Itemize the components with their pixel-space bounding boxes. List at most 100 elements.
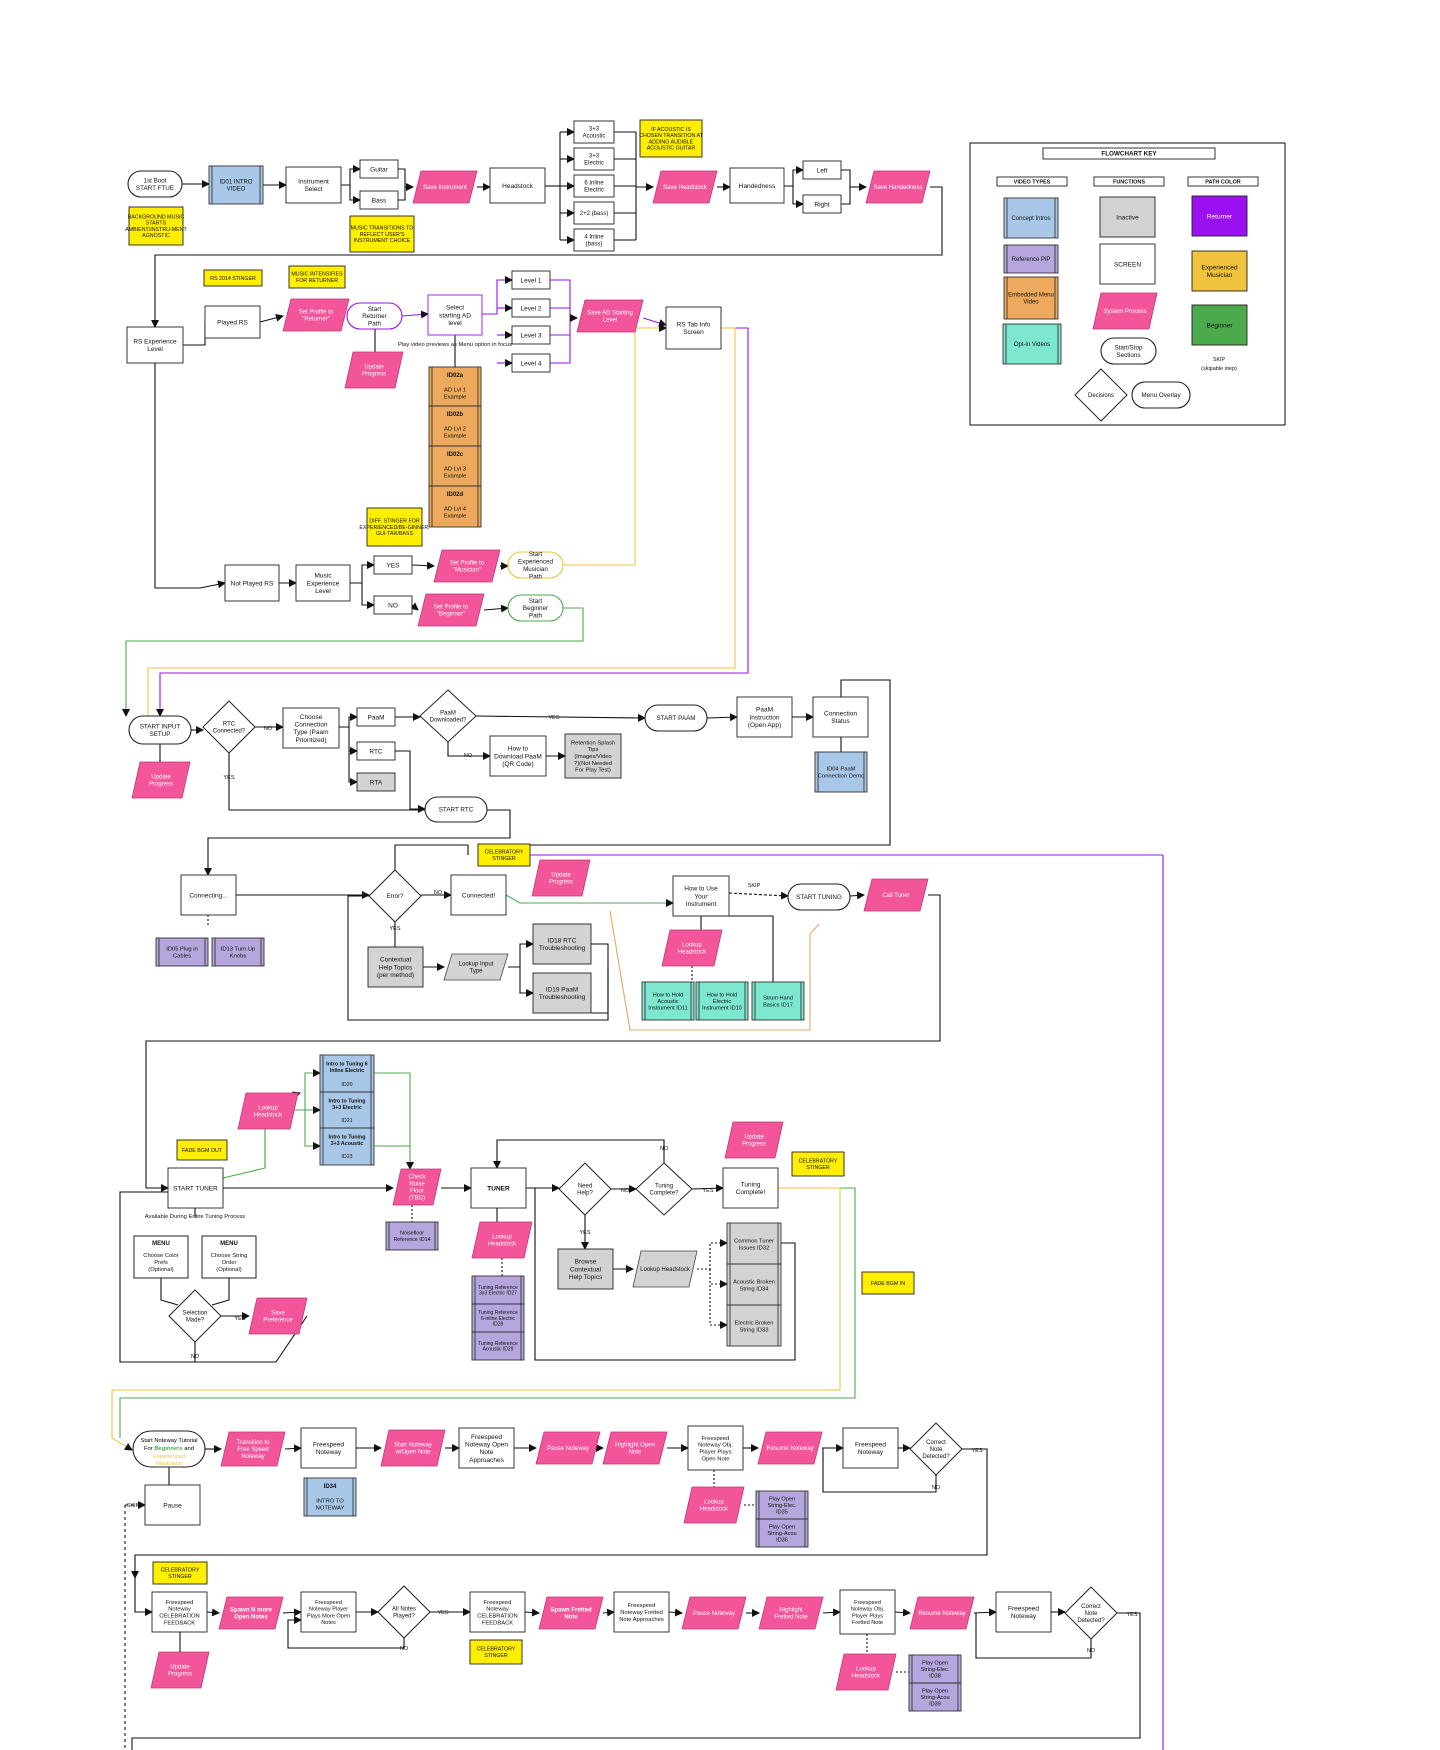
yes-experienced-option-label: YES bbox=[386, 562, 400, 569]
flow-edge bbox=[841, 169, 851, 205]
start-rtc-terminal-label: START RTC bbox=[439, 807, 474, 814]
flow-edge bbox=[160, 1278, 179, 1306]
key-menu-overlay: Menu Overlay bbox=[1131, 381, 1191, 409]
key-skipable-text: (skipable step) bbox=[1201, 366, 1237, 372]
id02b-label: ID02b bbox=[447, 412, 464, 418]
headstock-22-bass-label: 2+2 (bass) bbox=[580, 211, 609, 217]
skip-label-noteway: SKIP bbox=[127, 1503, 140, 1509]
set-beginner-process-label: Set Profile to"Beginner" bbox=[434, 605, 469, 618]
rtc-option-label: RTC bbox=[369, 748, 383, 755]
key-functions-header: FUNCTIONS bbox=[1093, 176, 1165, 187]
flow-edge bbox=[111, 1187, 841, 1451]
start-paam-terminal: START PAAM bbox=[644, 704, 708, 732]
flow-edge bbox=[602, 1608, 615, 1617]
start-rtc-terminal: START RTC bbox=[424, 796, 488, 823]
key-system-process-label: System Process bbox=[1103, 309, 1146, 315]
tuner-screen: TUNER bbox=[470, 1167, 527, 1209]
start-noteway-line2: For Beginners and bbox=[144, 1446, 194, 1452]
start-noteway-line4: Musicians bbox=[156, 1461, 182, 1467]
menu-color-prefs bbox=[133, 1235, 189, 1279]
flow-edge bbox=[156, 327, 749, 717]
lookup-headstock-help-label: Lookup Headstock bbox=[640, 1267, 691, 1273]
key-path-color-header-label: PATH COLOR bbox=[1205, 179, 1241, 185]
bass-option: Bass bbox=[359, 190, 399, 210]
flow-edge bbox=[691, 1184, 724, 1193]
flow-edge bbox=[519, 967, 534, 997]
note-fade-bgm-in: FADE BGM IN bbox=[861, 1271, 915, 1295]
flow-edge bbox=[550, 279, 571, 364]
start-paam-terminal-label: START PAAM bbox=[656, 715, 695, 722]
flow-edge bbox=[524, 1608, 540, 1617]
key-video-types-header: VIDEO TYPES bbox=[996, 176, 1068, 187]
note-rs2014-stinger-label: RS 2014 STINGER bbox=[210, 276, 256, 282]
set-musician-process: Set Profile to"Musician" bbox=[433, 549, 501, 583]
flow-edge bbox=[495, 679, 891, 846]
yes-label-correct2: YES bbox=[1126, 1612, 1137, 1618]
key-title-label: FLOWCHART KEY bbox=[1101, 151, 1157, 158]
key-system-process: System Process bbox=[1092, 292, 1158, 330]
flow-edge bbox=[849, 891, 865, 900]
flow-edge bbox=[145, 894, 941, 1188]
flow-edge bbox=[347, 895, 609, 1021]
call-tuner-process-label: Call Tuner bbox=[882, 893, 909, 899]
no-label-complete: NO bbox=[660, 1146, 669, 1152]
id02a-label: ID02a bbox=[447, 373, 464, 379]
flow-edge bbox=[147, 327, 736, 716]
key-optin-videos-label: Opt-in Videos bbox=[1014, 342, 1050, 348]
flow-edge bbox=[131, 1612, 1141, 1750]
key-video-types-header-label: VIDEO TYPES bbox=[1014, 179, 1051, 185]
rta-option-label: RTA bbox=[370, 779, 383, 786]
flow-edge bbox=[609, 910, 820, 1031]
flow-edge bbox=[204, 809, 511, 876]
